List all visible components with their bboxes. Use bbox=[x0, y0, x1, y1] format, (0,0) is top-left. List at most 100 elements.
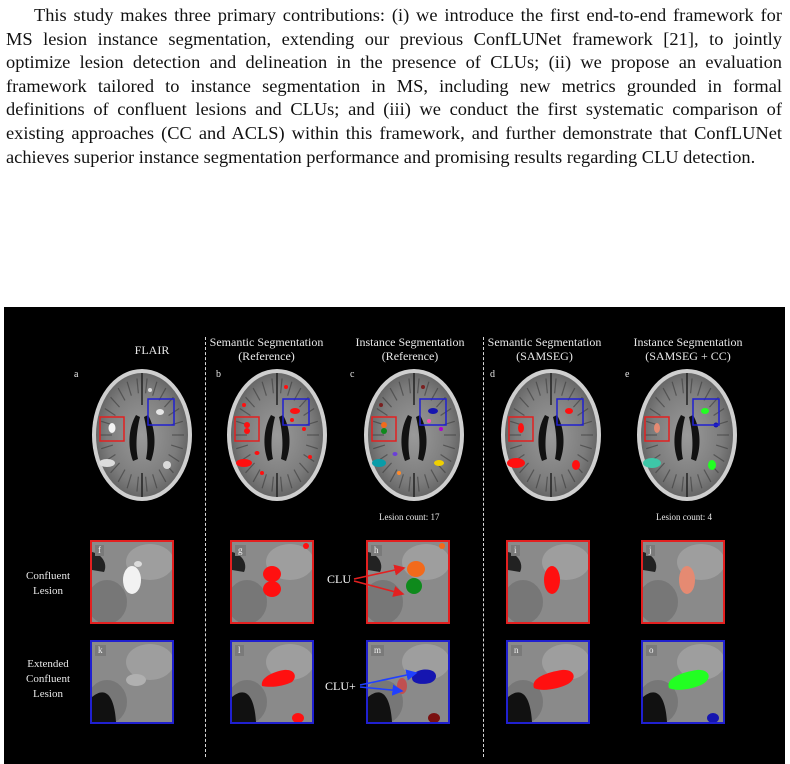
lesion bbox=[290, 408, 300, 414]
lesion bbox=[407, 561, 425, 577]
clu-plus-label: CLU+ bbox=[325, 679, 356, 693]
separator-right bbox=[483, 337, 484, 757]
lesion bbox=[244, 428, 250, 434]
lesion bbox=[708, 460, 716, 470]
lesion bbox=[421, 385, 425, 389]
lesion bbox=[303, 543, 309, 549]
lesion bbox=[434, 460, 444, 466]
zoom-letter-f: f bbox=[95, 545, 104, 556]
lesion bbox=[565, 408, 573, 414]
lesion bbox=[544, 566, 560, 594]
ventricle bbox=[643, 552, 657, 572]
zoom-letter-j: j bbox=[646, 545, 655, 556]
zoom-semantic-samseg-confluent: i bbox=[506, 540, 590, 624]
ventricle-left bbox=[129, 415, 140, 461]
lesion bbox=[308, 455, 312, 459]
lesion bbox=[260, 471, 264, 475]
separator-left bbox=[205, 337, 206, 757]
zoom-semantic-samseg-extended: n bbox=[506, 640, 590, 724]
roi-box bbox=[644, 416, 670, 442]
ventricle-right bbox=[553, 415, 564, 461]
zoom-letter-n: n bbox=[511, 645, 522, 656]
zoom-letter-l: l bbox=[235, 645, 244, 656]
clu-plus-arrow-2 bbox=[359, 684, 404, 696]
col-title-flair: FLAIR bbox=[134, 343, 170, 357]
lesion bbox=[284, 385, 288, 389]
clu-arrows bbox=[353, 564, 418, 696]
brain-instance-reference bbox=[364, 369, 464, 501]
lesion bbox=[643, 458, 661, 468]
lesion bbox=[99, 459, 115, 467]
ventricle bbox=[232, 692, 256, 722]
lesion bbox=[381, 428, 387, 434]
clu-label: CLU bbox=[327, 572, 351, 586]
lesion bbox=[244, 422, 250, 428]
lesion bbox=[679, 566, 695, 594]
zoom-letter-k: k bbox=[95, 645, 106, 656]
ventricle bbox=[508, 692, 532, 722]
ventricle bbox=[368, 552, 382, 572]
lesion bbox=[701, 408, 709, 414]
zoom-flair-confluent: f bbox=[90, 540, 174, 624]
zoom-flair-extended: k bbox=[90, 640, 174, 724]
lesion-count-samseg-cc: Lesion count: 4 bbox=[656, 512, 712, 522]
lesion bbox=[372, 459, 386, 467]
roi-box bbox=[99, 416, 125, 442]
brain-flair bbox=[92, 369, 192, 501]
brain-semantic-reference bbox=[227, 369, 327, 501]
lesion bbox=[123, 566, 141, 594]
lesion bbox=[148, 388, 152, 392]
panel-letter-d: d bbox=[490, 369, 495, 380]
lesion bbox=[134, 561, 142, 567]
lesion bbox=[439, 543, 445, 549]
lesion bbox=[428, 713, 440, 722]
panel-letter-e: e bbox=[625, 369, 630, 380]
zoom-semantic-ref-extended: l bbox=[230, 640, 314, 724]
lesion bbox=[406, 578, 422, 594]
lesion-count-reference: Lesion count: 17 bbox=[379, 512, 440, 522]
zoom-letter-m: m bbox=[371, 645, 385, 656]
zoom-instance-samseg-extended: o bbox=[641, 640, 725, 724]
ventricle-right bbox=[144, 415, 155, 461]
lesion bbox=[439, 427, 443, 431]
lesion bbox=[397, 471, 401, 475]
brain-tissue bbox=[368, 373, 460, 497]
lesion bbox=[668, 669, 709, 690]
col-title-instance-samseg-cc: Instance Segmentation(SAMSEG + CC) bbox=[633, 335, 743, 363]
lesion bbox=[126, 674, 146, 686]
zoom-letter-h: h bbox=[371, 545, 382, 556]
ventricle bbox=[92, 552, 106, 572]
lesion bbox=[707, 713, 719, 722]
panel-letter-c: c bbox=[350, 369, 355, 380]
col-title-instance-reference: Instance Segmentation(Reference) bbox=[355, 335, 465, 363]
lesion bbox=[254, 451, 260, 455]
roi-box bbox=[234, 416, 260, 442]
clu-arrow-2 bbox=[353, 580, 405, 597]
ventricle bbox=[643, 692, 667, 722]
lesion bbox=[533, 669, 574, 690]
lesion bbox=[427, 419, 431, 423]
lesion bbox=[236, 459, 252, 467]
ventricle-right bbox=[279, 415, 290, 461]
lesion bbox=[292, 713, 304, 722]
clu-plus-arrow-1 bbox=[359, 669, 418, 686]
lesion bbox=[572, 460, 580, 470]
brain-tissue bbox=[231, 373, 323, 497]
lesion bbox=[302, 427, 306, 431]
lesion bbox=[242, 403, 246, 407]
brain-semantic-samseg bbox=[501, 369, 601, 501]
brain-instance-samseg-cc bbox=[637, 369, 737, 501]
lesion bbox=[263, 581, 281, 597]
roi-box bbox=[419, 398, 447, 426]
roi-box bbox=[556, 398, 584, 426]
lesion bbox=[156, 409, 164, 415]
roi-box bbox=[147, 398, 175, 426]
zoom-letter-o: o bbox=[646, 645, 657, 656]
panel-letter-a: a bbox=[74, 369, 79, 380]
lesion bbox=[412, 669, 436, 684]
ventricle-right bbox=[416, 415, 427, 461]
lesion bbox=[381, 422, 387, 428]
roi-box bbox=[371, 416, 397, 442]
